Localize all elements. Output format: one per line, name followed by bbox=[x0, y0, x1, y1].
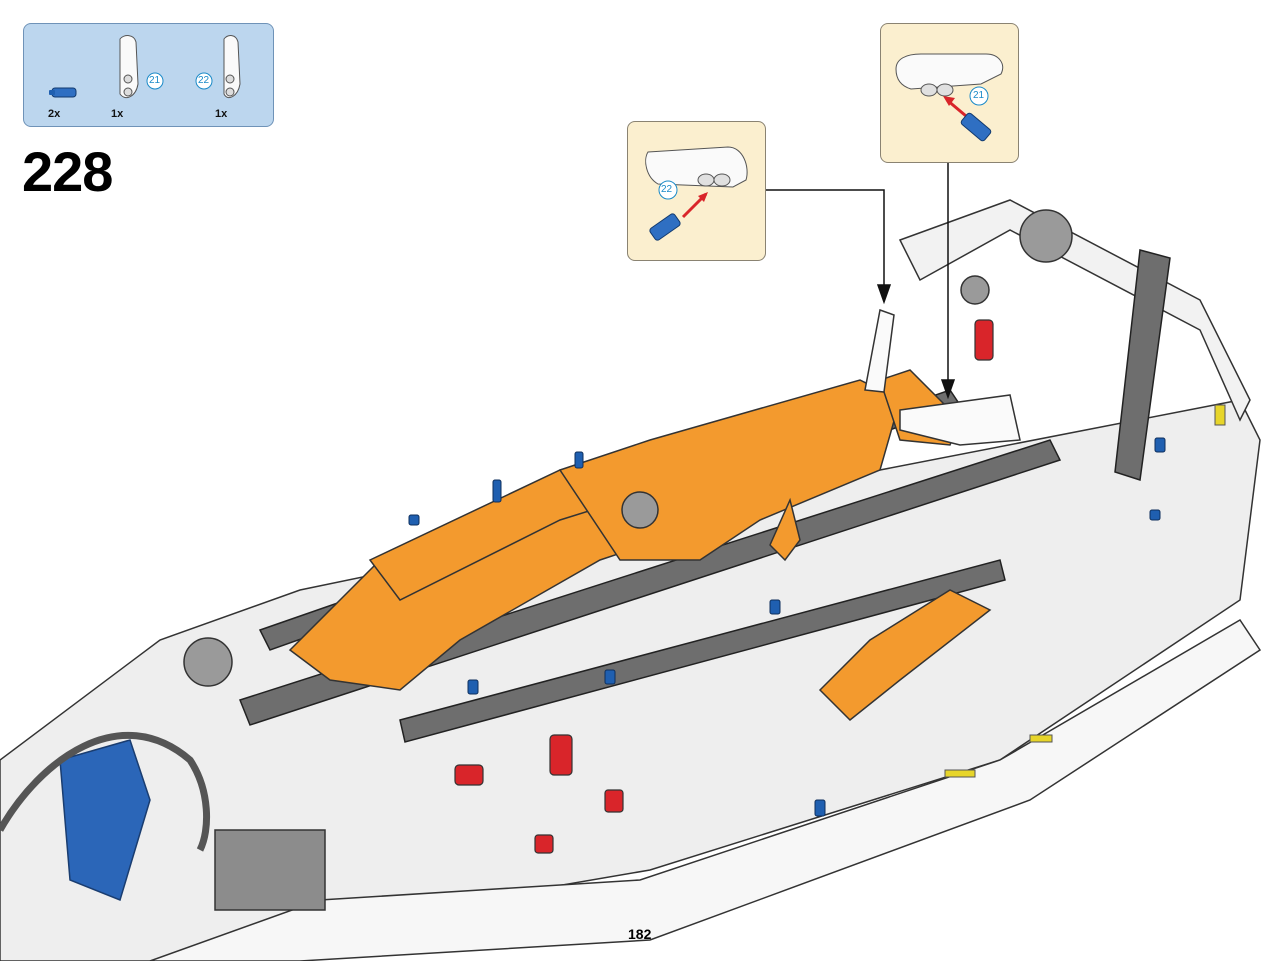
blue-axle-pin-icon bbox=[49, 87, 77, 98]
part-badge-21: 21 bbox=[149, 75, 161, 86]
motor-block bbox=[214, 829, 326, 911]
white-rear-panel bbox=[899, 394, 1021, 446]
grey-hose bbox=[0, 731, 211, 852]
part-quantity-panel-22: 1x bbox=[215, 108, 228, 120]
attached-panel-22 bbox=[864, 308, 895, 393]
part-badge-22: 22 bbox=[198, 75, 210, 86]
red-parts bbox=[454, 319, 994, 854]
blue-bodywork bbox=[59, 739, 151, 902]
assembly-arrows bbox=[765, 162, 956, 400]
blue-pins bbox=[119, 437, 1166, 817]
callout-22-art bbox=[645, 146, 748, 241]
callout-21-badge: 21 bbox=[973, 90, 985, 101]
parts-list-art bbox=[49, 35, 241, 99]
part-quantity-axle-pin: 2x bbox=[48, 108, 61, 120]
white-panel-21-icon bbox=[119, 35, 164, 99]
gears bbox=[183, 209, 1073, 687]
step-number: 228 bbox=[22, 140, 113, 203]
page-number: 182 bbox=[628, 926, 652, 942]
callout-22-badge: 22 bbox=[661, 184, 673, 195]
callout-21-art bbox=[895, 53, 1004, 142]
part-quantity-panel-21: 1x bbox=[111, 108, 124, 120]
yellow-axles bbox=[944, 404, 1226, 778]
white-panel-22-icon bbox=[195, 35, 241, 99]
parts-list-box: 21 22 2x 1x 1x bbox=[23, 23, 274, 127]
callout-panel-22: 22 bbox=[627, 121, 766, 261]
callout-panel-21: 21 bbox=[880, 23, 1019, 163]
